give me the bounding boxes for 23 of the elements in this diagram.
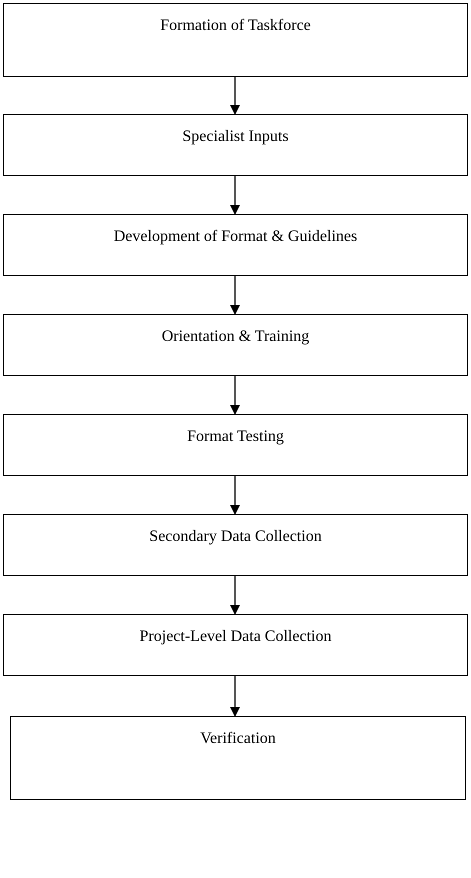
process-box	[3, 614, 468, 676]
step-label: Verification	[200, 730, 276, 747]
arrow	[230, 676, 240, 717]
step-label: Project-Level Data Collection	[140, 628, 332, 645]
process-box	[3, 114, 468, 176]
step-label: Formation of Taskforce	[160, 17, 311, 34]
process-box	[10, 716, 466, 800]
arrow	[230, 576, 240, 615]
process-box	[3, 414, 468, 476]
step-label: Secondary Data Collection	[149, 528, 322, 545]
step-label: Development of Format & Guidelines	[114, 228, 358, 245]
process-box	[3, 3, 468, 77]
arrow	[230, 276, 240, 315]
arrow	[230, 176, 240, 215]
process-box	[3, 514, 468, 576]
step-label: Specialist Inputs	[182, 128, 289, 145]
arrow	[230, 376, 240, 415]
process-box	[3, 314, 468, 376]
arrow	[230, 77, 240, 115]
arrow	[230, 476, 240, 515]
step-label: Orientation & Training	[162, 328, 310, 345]
process-box	[3, 214, 468, 276]
step-label: Format Testing	[187, 428, 284, 445]
